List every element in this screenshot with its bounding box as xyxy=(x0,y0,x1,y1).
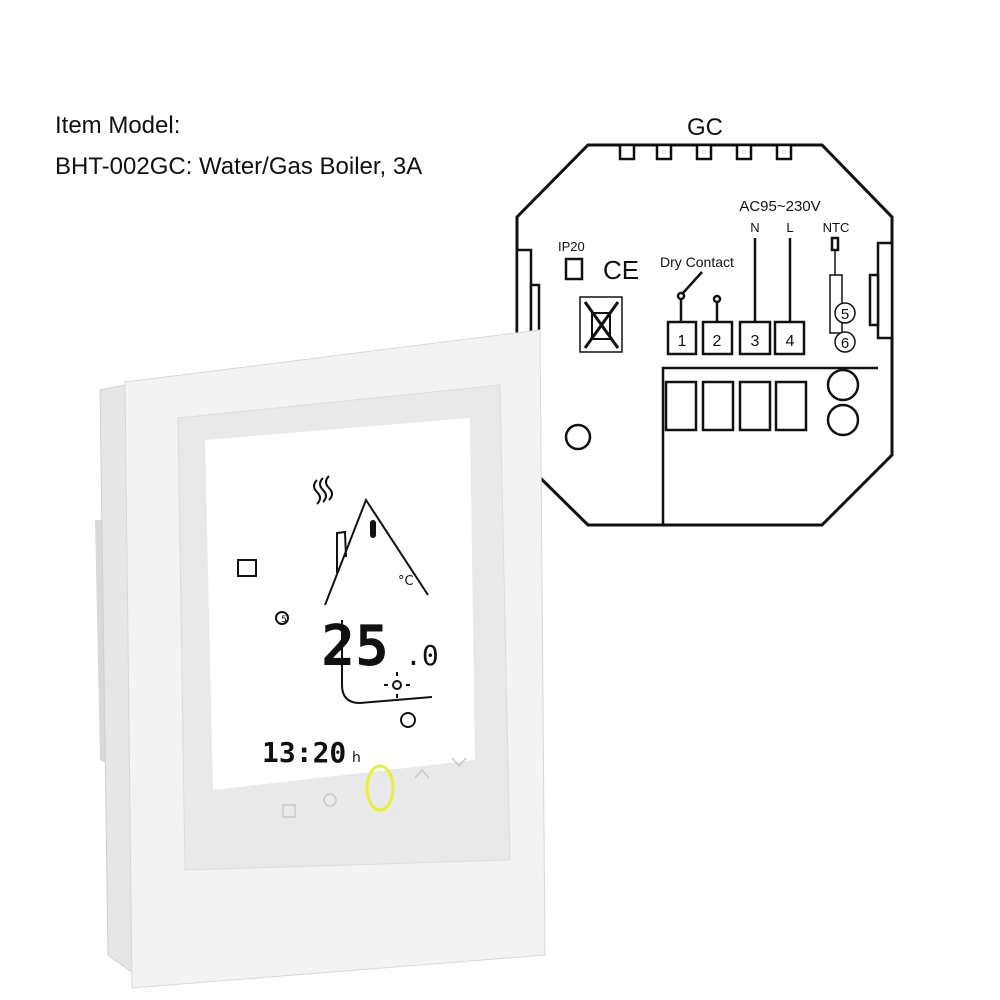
temperature-display: 25 xyxy=(321,614,388,679)
ip-rating: IP20 xyxy=(558,239,585,254)
ce-mark: CE xyxy=(603,255,639,285)
ntc-label: NTC xyxy=(823,220,850,235)
lcd-screen xyxy=(205,418,475,790)
away-home-icon xyxy=(237,559,257,577)
up-arrow-icon[interactable] xyxy=(414,768,430,779)
item-model-label: Item Model: xyxy=(55,112,181,139)
terminal-3 xyxy=(738,320,772,356)
menu-grid-icon[interactable] xyxy=(282,804,296,818)
program-icon xyxy=(275,611,289,625)
wires xyxy=(676,236,843,334)
terminal-4-label: 4 xyxy=(786,333,795,350)
diagram-title: GC xyxy=(687,114,723,141)
weee-bin-icon xyxy=(579,296,623,353)
terminal-4 xyxy=(773,320,806,356)
neutral-label: N xyxy=(750,220,759,235)
terminal-2-label: 2 xyxy=(713,333,722,350)
program-number: 5 xyxy=(281,615,287,625)
double-insulation-icon xyxy=(564,257,584,281)
down-arrow-icon[interactable] xyxy=(451,757,467,768)
mounting-hole xyxy=(564,423,592,451)
unit-label: °C xyxy=(398,574,414,589)
terminal-1 xyxy=(666,320,698,356)
terminal-3-label: 3 xyxy=(751,333,760,350)
time-display: 13:20 xyxy=(262,736,346,769)
time-suffix: h xyxy=(352,750,361,766)
terminal-5-label: 5 xyxy=(841,306,849,323)
terminal-5 xyxy=(834,302,856,324)
dry-contact-label: Dry Contact xyxy=(660,254,734,270)
roof-line xyxy=(324,497,429,606)
terminal-6-label: 6 xyxy=(841,335,849,352)
heating-waves-icon xyxy=(313,475,333,505)
power-label: AC95~230V xyxy=(739,198,820,215)
side-clips xyxy=(515,241,894,347)
clock-button-icon[interactable] xyxy=(323,793,337,807)
terminal-2 xyxy=(701,320,734,356)
house-outline xyxy=(341,620,433,705)
clock-icon xyxy=(400,712,416,728)
sun-icon xyxy=(392,680,402,690)
terminal-6 xyxy=(834,331,856,353)
live-label: L xyxy=(786,220,793,235)
top-clips xyxy=(618,143,793,161)
temperature-decimal: .0 xyxy=(405,639,439,672)
item-model-value: BHT-002GC: Water/Gas Boiler, 3A xyxy=(55,153,423,180)
thermometer-icon xyxy=(370,520,376,538)
terminal-1-label: 1 xyxy=(678,333,687,350)
power-button-icon[interactable] xyxy=(365,764,395,812)
terminal-block xyxy=(564,366,878,525)
